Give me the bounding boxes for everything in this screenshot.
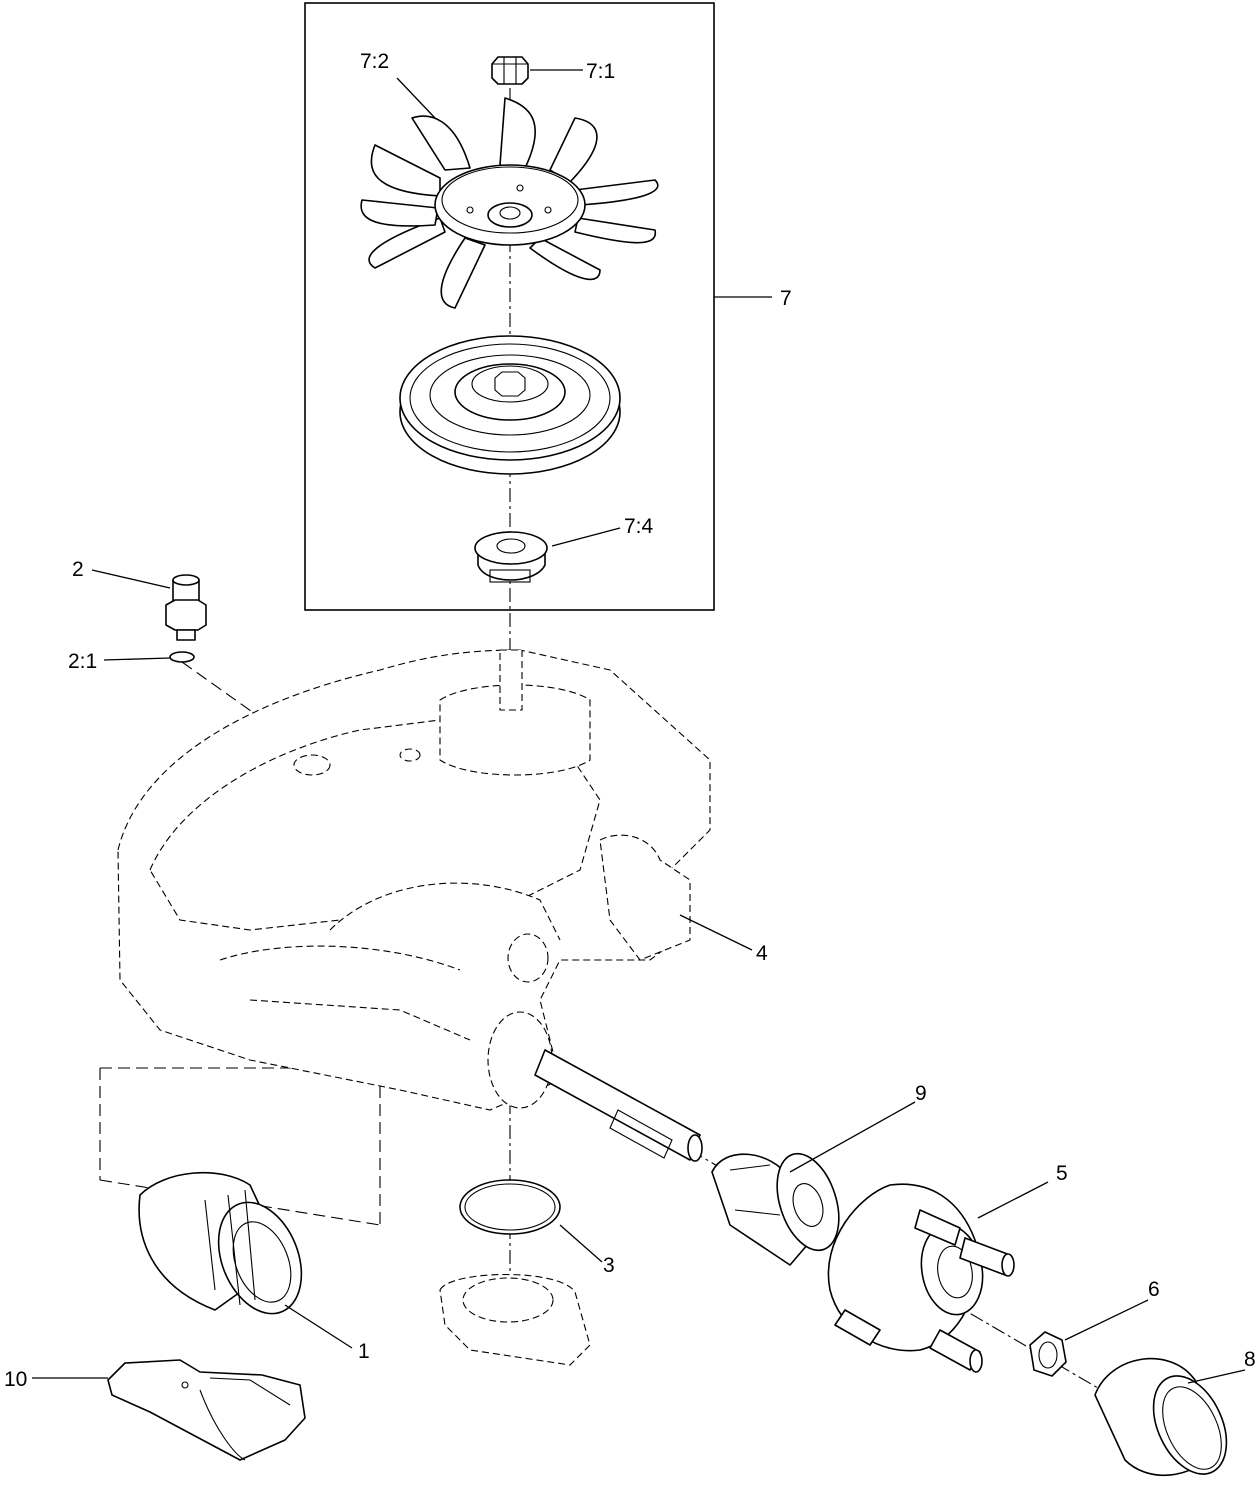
kit-frame-7	[304, 2, 715, 611]
callout-7: 7	[780, 287, 792, 310]
pulley-icon	[399, 335, 621, 475]
fan-icon	[360, 97, 659, 309]
callout-7-2: 7:2	[360, 50, 389, 73]
cover-housing	[439, 1274, 591, 1366]
callout-7-1: 7:1	[586, 60, 615, 83]
leader-line-2	[91, 569, 171, 589]
leader-line-7-2	[396, 77, 436, 119]
leader-line-3	[559, 1224, 603, 1263]
leader-line-4	[679, 914, 753, 951]
leader-line-2-1	[103, 657, 171, 661]
callout-2-1: 2:1	[68, 650, 97, 673]
nut-icon	[491, 56, 529, 85]
o-ring-icon	[464, 1183, 556, 1231]
axle-shaft-icon	[487, 1011, 703, 1162]
callout-3: 3	[603, 1254, 615, 1277]
fitting-icon	[165, 574, 207, 641]
leader-line-1	[284, 1304, 353, 1349]
callout-2: 2	[72, 558, 84, 581]
lug-nut-icon	[1029, 1331, 1067, 1377]
callout-10: 10	[4, 1368, 27, 1391]
leader-line-6	[1064, 1299, 1149, 1341]
callout-6: 6	[1148, 1278, 1160, 1301]
transaxle-housing	[117, 649, 711, 1111]
callout-4: 4	[756, 942, 768, 965]
callout-5: 5	[1056, 1162, 1068, 1185]
callout-7-4: 7:4	[624, 515, 654, 538]
spacer-icon	[711, 1152, 840, 1266]
oil-filter-icon	[138, 1171, 303, 1315]
alignment-line	[99, 1179, 381, 1226]
alignment-line	[181, 661, 321, 761]
leader-line-8	[1187, 1369, 1246, 1384]
leader-line-9	[789, 1101, 916, 1173]
o-ring-icon	[459, 1179, 561, 1235]
filter-shield-icon	[107, 1359, 306, 1461]
o-ring-icon	[169, 651, 195, 663]
callout-9: 9	[915, 1082, 927, 1105]
cap-icon	[1094, 1357, 1228, 1477]
wheel-hub-icon	[827, 1183, 1015, 1373]
callout-1: 1	[358, 1340, 370, 1363]
leader-line-5	[977, 1181, 1049, 1219]
callout-8: 8	[1244, 1348, 1256, 1371]
leader-line-7-4	[551, 527, 621, 547]
hub-icon	[474, 531, 548, 583]
